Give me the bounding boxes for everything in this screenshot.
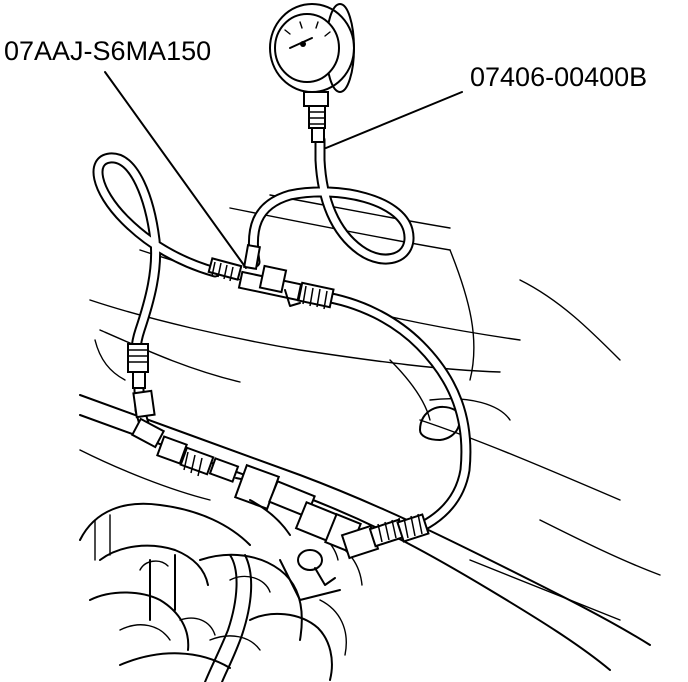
left-hose-fittings <box>127 343 240 483</box>
left-hose-loop <box>92 152 221 444</box>
leader-line-tool-b <box>325 91 463 149</box>
fuel-rail-connection <box>233 463 430 586</box>
right-hose-loop <box>314 290 472 538</box>
callout-tool-b: 07406-00400B <box>470 62 648 92</box>
callout-tool-a: 07AAJ-S6MA150 <box>4 36 212 66</box>
leader-line-tool-a <box>104 71 247 269</box>
pressure-gauge <box>269 3 355 143</box>
gauge-hose <box>247 134 415 268</box>
engine-structure <box>79 194 661 682</box>
t-fitting-adapter <box>207 243 335 310</box>
